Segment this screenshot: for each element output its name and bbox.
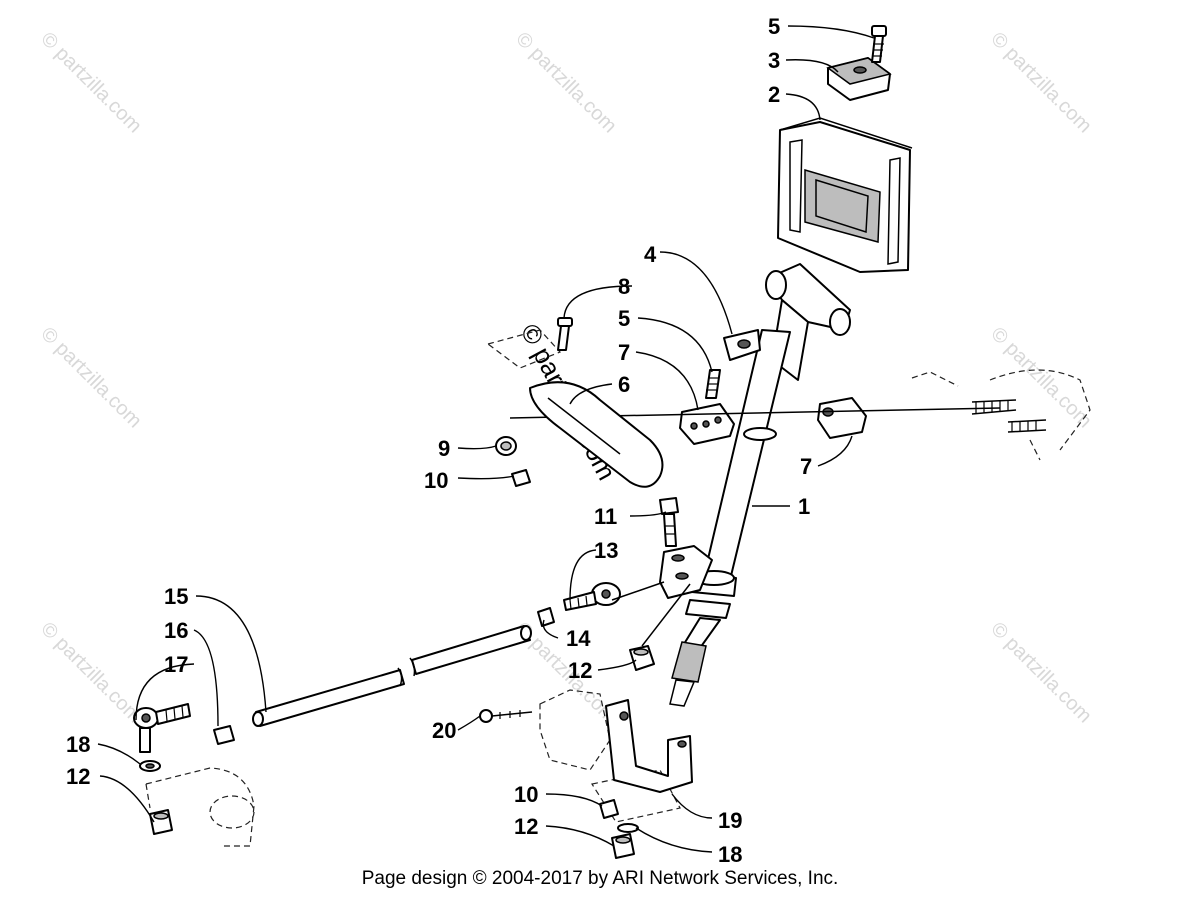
callout-6: 6	[618, 372, 630, 397]
tie-rod-end-part-13	[563, 582, 621, 611]
tie-rod-part-15	[252, 625, 532, 727]
bolt-part-20	[479, 709, 533, 723]
nut-part-9	[495, 436, 517, 456]
callout-7-left: 7	[618, 340, 630, 365]
watermark-top-right: © partzilla.com	[986, 28, 1095, 137]
right-frame-ghost	[911, 369, 1091, 461]
mounting-bracket-part-19	[605, 699, 693, 793]
washer-part-18-lower	[617, 823, 639, 833]
nut-part-10-lower	[599, 799, 619, 819]
bolt-part-11	[659, 497, 679, 547]
callout-1: 1	[798, 494, 810, 519]
callout-11: 11	[594, 504, 617, 529]
page-footer: Page design © 2004-2017 by ARI Network S…	[361, 868, 839, 889]
callout-17: 17	[164, 652, 188, 677]
steering-post-part-1	[669, 263, 851, 707]
callout-14: 14	[566, 626, 591, 651]
alignment-line-arm	[611, 581, 665, 601]
spring-lower	[1007, 419, 1047, 433]
callout-5-mid: 5	[618, 306, 630, 331]
handle-part-6	[486, 329, 664, 488]
nut-part-12-upper	[629, 645, 655, 671]
callout-9: 9	[438, 436, 450, 461]
jam-nut-part-14	[537, 607, 555, 627]
callout-7-right: 7	[800, 454, 812, 479]
callout-3: 3	[768, 48, 780, 73]
watermark-mid-left: © partzilla.com	[36, 323, 145, 432]
bolt-part-5-mid	[705, 369, 721, 399]
watermark-top-center: © partzilla.com	[511, 28, 620, 137]
callout-4: 4	[644, 242, 657, 267]
callout-19: 19	[718, 808, 742, 833]
callout-12-bottom: 12	[514, 814, 538, 839]
watermark-top-left: © partzilla.com	[36, 28, 145, 137]
callout-2: 2	[768, 82, 780, 107]
watermark-bottom-left: © partzilla.com	[36, 618, 145, 727]
callout-10-lower: 10	[514, 782, 538, 807]
callout-15: 15	[164, 584, 188, 609]
callout-5-top: 5	[768, 14, 780, 39]
screw-part-8	[557, 317, 573, 351]
nut-part-12-left	[149, 809, 173, 835]
tie-rod-end-part-17	[133, 703, 191, 753]
callout-8: 8	[618, 274, 630, 299]
callout-16: 16	[164, 618, 188, 643]
callout-10-upper: 10	[424, 468, 448, 493]
callout-12-left: 12	[66, 764, 90, 789]
washer-part-18-left	[139, 760, 161, 772]
callout-20: 20	[432, 718, 456, 743]
jam-nut-part-16	[213, 725, 235, 745]
clamp-part-4	[723, 329, 761, 361]
leader-lines	[97, 25, 875, 853]
nut-part-12-bottom	[611, 833, 635, 859]
watermark-bottom-right: © partzilla.com	[986, 618, 1095, 727]
spring-upper	[971, 399, 1017, 415]
bracket-part-7-right	[817, 397, 867, 439]
watermarks: © partzilla.com © partzilla.com © partzi…	[36, 28, 1095, 727]
watermark-mid-right: © partzilla.com	[986, 323, 1095, 432]
bolt-part-5-top	[871, 25, 887, 63]
callouts: 5 3 2 4 8 5 7 6 9 10 7 1 11 13 15 16 17 …	[66, 14, 812, 867]
alignment-line-nut	[641, 583, 691, 647]
handlebar-pad-part-2	[777, 117, 913, 273]
nut-part-10-upper	[511, 469, 531, 487]
steering-arm-bracket	[659, 545, 713, 599]
bracket-part-7-left	[679, 403, 735, 445]
callout-12-upper: 12	[568, 658, 592, 683]
callout-13: 13	[594, 538, 618, 563]
callout-18-bottom: 18	[718, 842, 742, 867]
pitman-arm-ghost	[145, 767, 255, 847]
clamp-part-3	[826, 57, 892, 101]
callout-18-left: 18	[66, 732, 90, 757]
